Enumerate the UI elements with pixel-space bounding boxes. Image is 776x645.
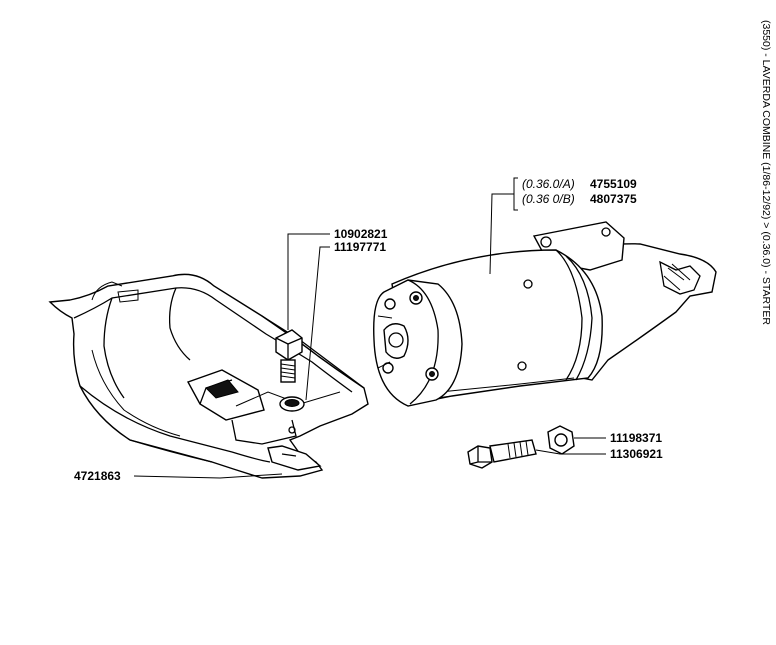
variant-a-code: (0.36.0/A) [522, 177, 575, 191]
hex-nut[interactable] [547, 425, 575, 455]
shield-part-number[interactable]: 4721863 [74, 469, 121, 483]
leader-lines [133, 177, 606, 479]
screw-part-number[interactable]: 11306921 [610, 447, 663, 461]
variant-b-code: (0.36 0/B) [522, 192, 575, 206]
heat-shield[interactable] [48, 273, 369, 479]
bolt-part-number[interactable]: 10902821 [334, 227, 388, 241]
mounting-bolt[interactable] [275, 329, 303, 383]
starter-screw[interactable] [467, 439, 537, 469]
lock-washer[interactable] [279, 396, 305, 412]
starter-motor[interactable] [373, 221, 717, 407]
callout-labels: (0.36.0/A) 4755109 (0.36 0/B) 4807375 10… [74, 177, 663, 483]
diagram-title: (3550) - LAVERDA COMBINE (1/86-12/92) > … [760, 20, 772, 325]
washer-part-number[interactable]: 11197771 [334, 240, 386, 254]
nut-part-number[interactable]: 11198371 [610, 431, 662, 445]
variant-b-part-number[interactable]: 4807375 [590, 192, 637, 206]
variant-a-part-number[interactable]: 4755109 [590, 177, 637, 191]
